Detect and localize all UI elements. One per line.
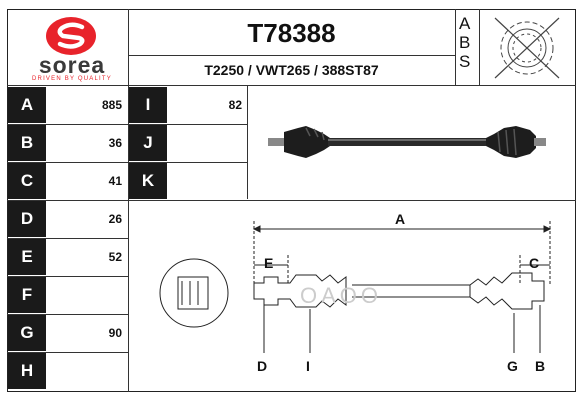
drive-shaft-photo [268, 126, 546, 158]
brand-name: sorea [38, 52, 106, 78]
spec-value-a: 885 [101, 98, 122, 112]
spec-label-c: C [8, 163, 46, 199]
spec-value-e: 52 [108, 250, 122, 264]
spec-value-b: 36 [108, 136, 122, 150]
cross-references: T2250 / VWT265 / 388ST87 [204, 62, 379, 78]
dim-label-a: A [395, 211, 405, 227]
dim-label-c: C [529, 255, 539, 271]
dim-label-e: E [264, 255, 273, 271]
dimension-diagram: OAOO A E C D I G B [159, 211, 552, 374]
dim-label-g: G [507, 358, 518, 374]
spec-label-f: F [8, 277, 46, 313]
spec-label-e: E [8, 239, 46, 275]
spec-label-i: I [129, 87, 167, 123]
abs-letter-a: A [459, 14, 471, 33]
spec-label-g: G [8, 315, 46, 351]
spec-label-a: A [8, 87, 46, 123]
abs-letter-s: S [459, 52, 471, 71]
dim-label-i: I [306, 358, 310, 374]
spec-label-b: B [8, 125, 46, 161]
dim-label-d: D [257, 358, 267, 374]
spec-label-k: K [129, 163, 167, 199]
watermark: OAOO [300, 283, 382, 308]
spec-label-h: H [8, 353, 46, 389]
sorea-emblem-icon [46, 17, 96, 55]
spec-label-d: D [8, 201, 46, 237]
part-number: T78388 [247, 18, 336, 48]
dim-label-b: B [535, 358, 545, 374]
brand-logo: sorea DRIVEN BY QUALITY [22, 14, 122, 82]
spec-label-j: J [129, 125, 167, 161]
brand-tagline: DRIVEN BY QUALITY [32, 76, 112, 82]
spec-value-c: 41 [108, 174, 122, 188]
abs-label: A B S [459, 14, 479, 71]
abs-ring-crossed-icon [494, 17, 560, 79]
spec-value-i: 82 [228, 98, 242, 112]
abs-letter-b: B [459, 33, 471, 52]
spec-value-d: 26 [108, 212, 122, 226]
spec-value-g: 90 [108, 326, 122, 340]
